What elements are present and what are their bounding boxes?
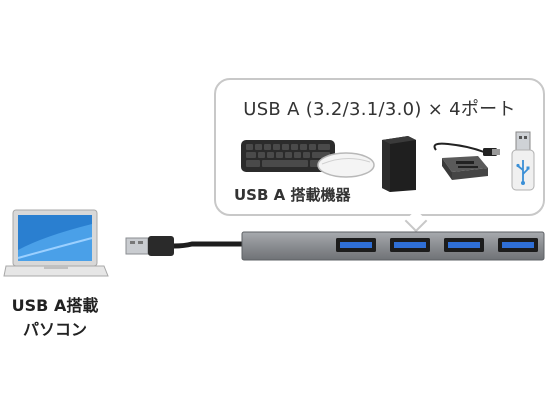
laptop-label: USB A搭載 パソコン (0, 294, 110, 342)
card-reader-icon (433, 142, 500, 180)
mouse-icon (317, 152, 375, 178)
callout-pointer (404, 209, 428, 233)
keyboard-icon (241, 140, 335, 172)
compatible-devices-callout: USB A (3.2/3.1/3.0) × 4ポート (214, 78, 545, 233)
hub-ports (336, 238, 538, 252)
callout-title: USB A (3.2/3.1/3.0) × 4ポート (243, 99, 516, 120)
laptop-label-line1: USB A搭載 (11, 296, 99, 315)
laptop-label-line2: パソコン (22, 320, 87, 339)
usb-flash-drive-icon (511, 131, 535, 191)
desktop-pc-icon (382, 136, 416, 192)
usb-a-plug (125, 236, 246, 256)
laptop-icon (3, 209, 109, 277)
usb-hub (241, 231, 545, 261)
devices-label: USB A 搭載機器 (234, 186, 351, 204)
